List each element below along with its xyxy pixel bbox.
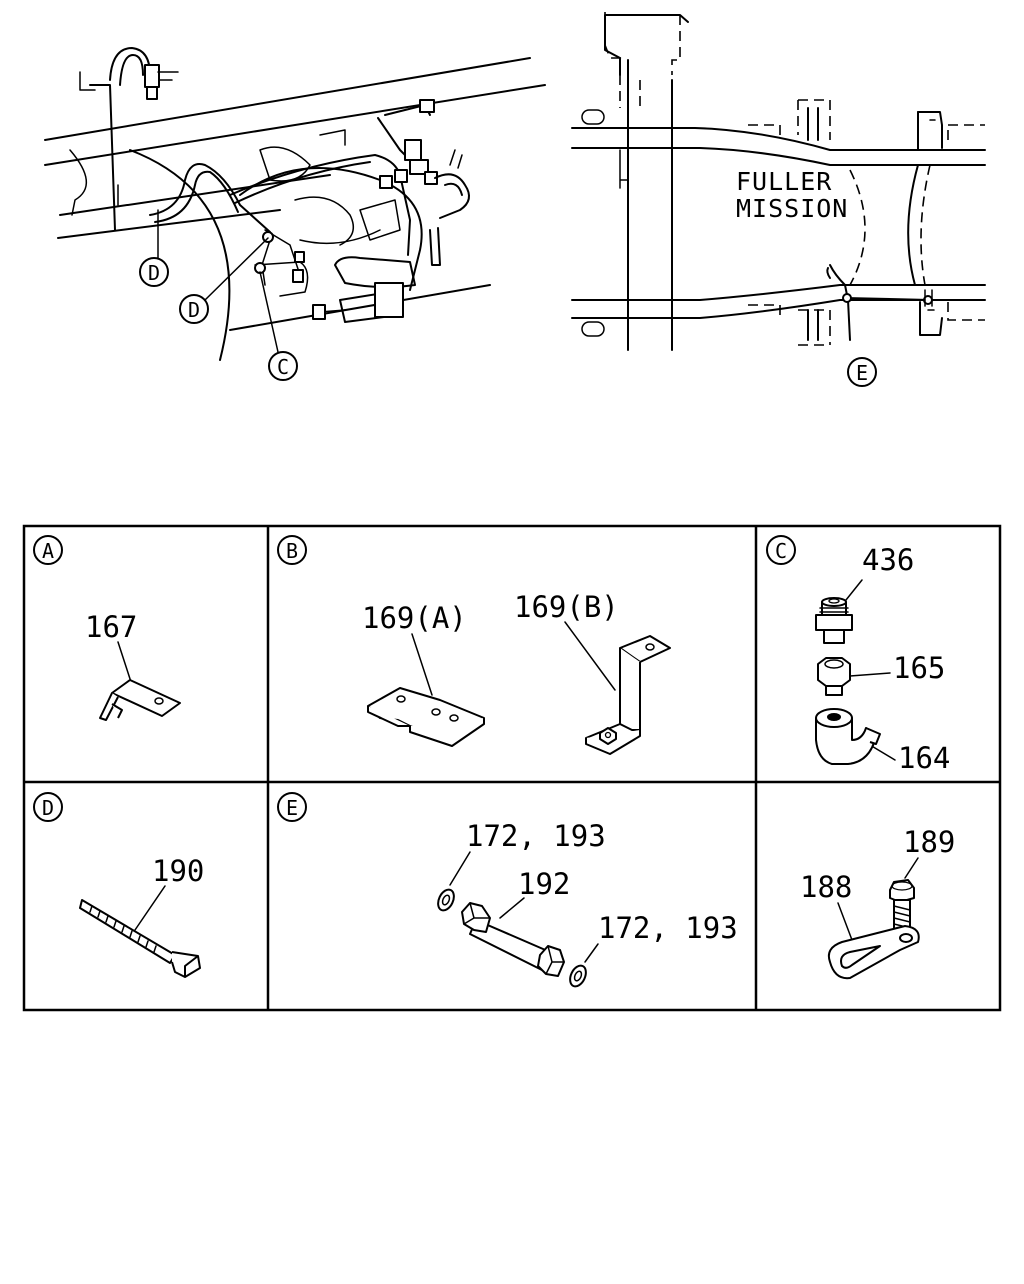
- valve-body: [334, 256, 416, 289]
- part-172-washer-lower: [569, 964, 587, 988]
- cell-a: A 167: [33, 535, 181, 721]
- part-label-188: 188: [800, 870, 852, 904]
- part-436-connector: [815, 597, 853, 644]
- rail-upper-bottom: [571, 147, 986, 166]
- hose-line: [829, 264, 851, 341]
- part-165-nut: [817, 657, 851, 696]
- frame-rail-top-inner: [44, 84, 546, 166]
- transmission-label-line2: MISSION: [736, 194, 848, 223]
- part-169a-plate: [367, 687, 485, 747]
- part-label-192: 192: [518, 867, 570, 901]
- frame-top-view: FULLER MISSION E: [571, 12, 986, 387]
- part-164-elbow: [815, 708, 881, 765]
- part-167-bracket: [99, 679, 181, 721]
- svg-text:C: C: [775, 539, 787, 563]
- part-label-165: 165: [893, 651, 945, 685]
- cell-e-tag: E: [277, 792, 307, 822]
- parts-table: [22, 524, 1002, 1012]
- pipe-left: [89, 84, 116, 231]
- svg-text:D: D: [42, 796, 54, 820]
- callout-e: E: [847, 357, 877, 387]
- cell-e: E 172, 193 192 172, 193: [277, 792, 738, 988]
- part-188-clip: [827, 925, 920, 980]
- part-label-189: 189: [903, 825, 955, 859]
- pipe-line: [844, 297, 931, 301]
- svg-text:A: A: [42, 539, 54, 563]
- frame-rail-bottom: [229, 284, 491, 331]
- cell-b-tag: B: [277, 535, 307, 565]
- table-border: [22, 524, 1002, 1012]
- callout-d-lower: D: [179, 294, 209, 324]
- part-172-washer-upper: [437, 888, 455, 912]
- part-190-cable-tie: [79, 899, 201, 978]
- part-label-169a: 169(A): [362, 601, 467, 635]
- rail-upper-top: [571, 127, 986, 151]
- part-label-172-193-lower: 172, 193: [598, 911, 738, 945]
- callout-c-label: C: [277, 355, 289, 379]
- callout-e-label: E: [856, 361, 868, 385]
- svg-text:E: E: [286, 796, 298, 820]
- part-label-169b: 169(B): [514, 590, 619, 624]
- rail-lower-top: [571, 284, 986, 301]
- frame-rail-top: [44, 57, 531, 141]
- cell-c: C 436 165 164: [766, 535, 950, 775]
- callout-d-lower-label: D: [188, 298, 200, 322]
- cell-b: B 169(A) 169(B): [277, 535, 671, 755]
- part-label-164: 164: [898, 741, 950, 775]
- callout-c: C: [268, 351, 298, 381]
- callout-d-upper-label: D: [148, 261, 160, 285]
- part-label-172-193-upper: 172, 193: [466, 819, 606, 853]
- callout-d-upper: D: [139, 257, 169, 287]
- cell-d: D 190: [33, 792, 204, 978]
- cell-d-tag: D: [33, 792, 63, 822]
- transmission-label-line1: FULLER: [736, 167, 832, 196]
- cell-f: 189 188: [800, 825, 955, 980]
- part-169b-bracket: [585, 635, 671, 755]
- part-label-190: 190: [152, 854, 204, 888]
- part-label-167: 167: [85, 610, 137, 644]
- rail-lower-bottom: [571, 299, 986, 319]
- tire-arc: [129, 149, 231, 361]
- chassis-wiring-view: D D C: [44, 47, 546, 381]
- svg-text:B: B: [286, 539, 298, 563]
- part-189-bolt: [889, 879, 915, 932]
- cell-c-tag: C: [766, 535, 796, 565]
- part-label-436: 436: [862, 543, 914, 577]
- part-192-bolt: [461, 902, 565, 977]
- cell-a-tag: A: [33, 535, 63, 565]
- pipe-route-main: [149, 163, 271, 233]
